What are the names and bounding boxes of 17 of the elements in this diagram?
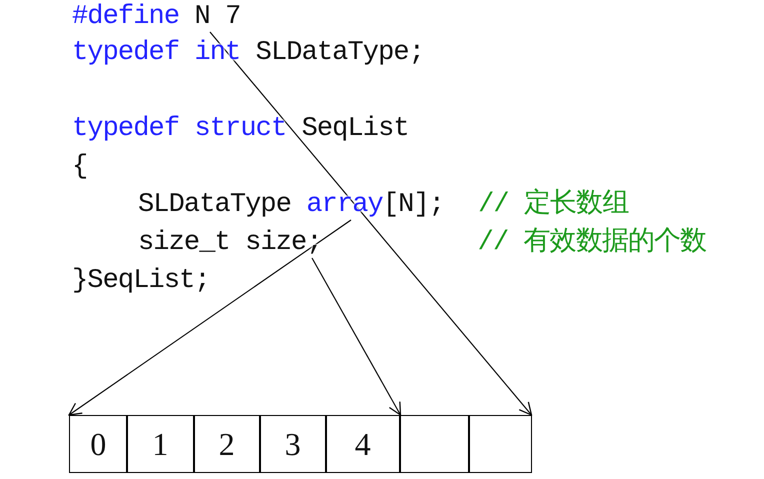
arrow bbox=[210, 32, 532, 416]
array-cell: 2 bbox=[193, 415, 260, 473]
code-comment: // 定长数组 bbox=[478, 190, 628, 220]
array-cell bbox=[468, 415, 532, 473]
array-cell: 1 bbox=[126, 415, 194, 473]
array-cell: 3 bbox=[259, 415, 326, 473]
arrow bbox=[68, 220, 352, 416]
array-cell bbox=[399, 415, 470, 473]
arrow bbox=[312, 258, 402, 416]
code-line: }SeqList; bbox=[72, 266, 210, 296]
code-line: #define N 7 bbox=[72, 2, 240, 32]
array-cell: 0 bbox=[69, 415, 128, 473]
code-comment: // 有效数据的个数 bbox=[478, 228, 706, 258]
code-line: size_t size; bbox=[138, 228, 322, 258]
array-cell: 4 bbox=[325, 415, 400, 473]
code-line: { bbox=[72, 152, 88, 182]
code-line: typedef struct SeqList bbox=[72, 114, 409, 144]
